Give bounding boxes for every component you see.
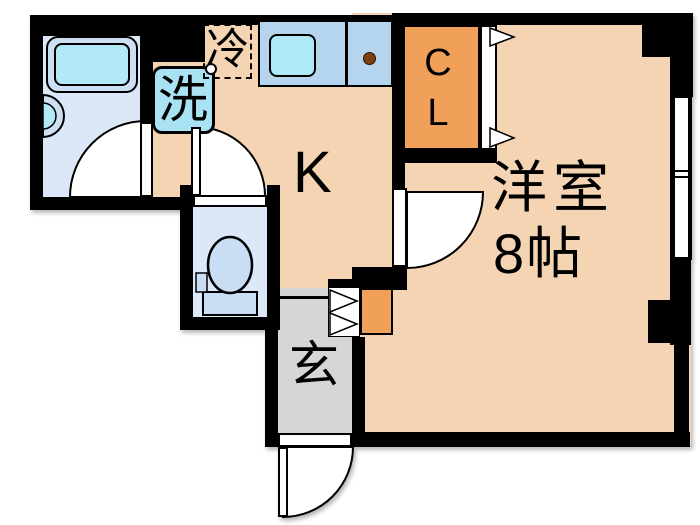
window-mullion [675,170,688,172]
entrance-label: 玄 [289,337,339,393]
window [673,96,690,259]
bathroom-door-leaf [140,122,153,197]
western-room-door-threshold [392,188,407,267]
wall-below-room-door [352,267,407,279]
kitchen-entrance-step-line [278,296,352,299]
wall-left-outer [30,15,43,210]
bifold-door-icon [329,288,359,337]
closet-folding-door-icon [489,26,517,149]
counter-sink [269,34,316,77]
wall-right-mid [670,258,691,345]
stove-burner [363,52,376,65]
western-room-size-label: 8帖 [493,222,585,285]
wall-right-upper [670,13,693,97]
window-mullion [675,176,688,178]
wall-niche-chunk [140,15,205,62]
wall-notch [648,300,672,343]
wall-top-right [392,13,673,25]
wall-right-lower [674,343,689,447]
wall-bottom-room [352,432,690,447]
closet-label: CL [417,42,459,142]
wall-toilet-bottom [180,317,280,330]
wall-kitchen-room-divider [392,13,405,192]
wall-top-left [30,15,153,36]
wall-bath-bottom [30,197,193,210]
washing-machine-hose-dot [205,63,217,75]
wall-corner-block [642,13,672,57]
closet-door-strip [480,25,497,150]
refrigerator-label: 冷 [206,26,249,74]
kitchen-label: K [293,140,332,205]
refrigerator-space [203,24,252,79]
bathtub-inner [54,43,130,86]
entrance-door-swing [282,446,355,519]
western-room-label: 洋室 [491,156,615,219]
shoe-cabinet [360,288,393,335]
closet [403,25,480,150]
wall-entrance-left [265,317,278,447]
entrance-door-leaf [278,447,288,517]
wall-lintel-bifold [328,279,407,290]
washing-machine-label: 洗 [158,72,208,128]
wall-toilet-left [180,185,193,330]
entrance-door-threshold [278,433,352,447]
wall-toilet-right [267,185,280,330]
wall-closet-bottom [392,150,497,163]
wall-entrance-room-divider [352,337,365,447]
toilet-door-leaf [191,127,201,196]
toilet-door-threshold [193,195,267,207]
counter-divider [345,20,348,87]
